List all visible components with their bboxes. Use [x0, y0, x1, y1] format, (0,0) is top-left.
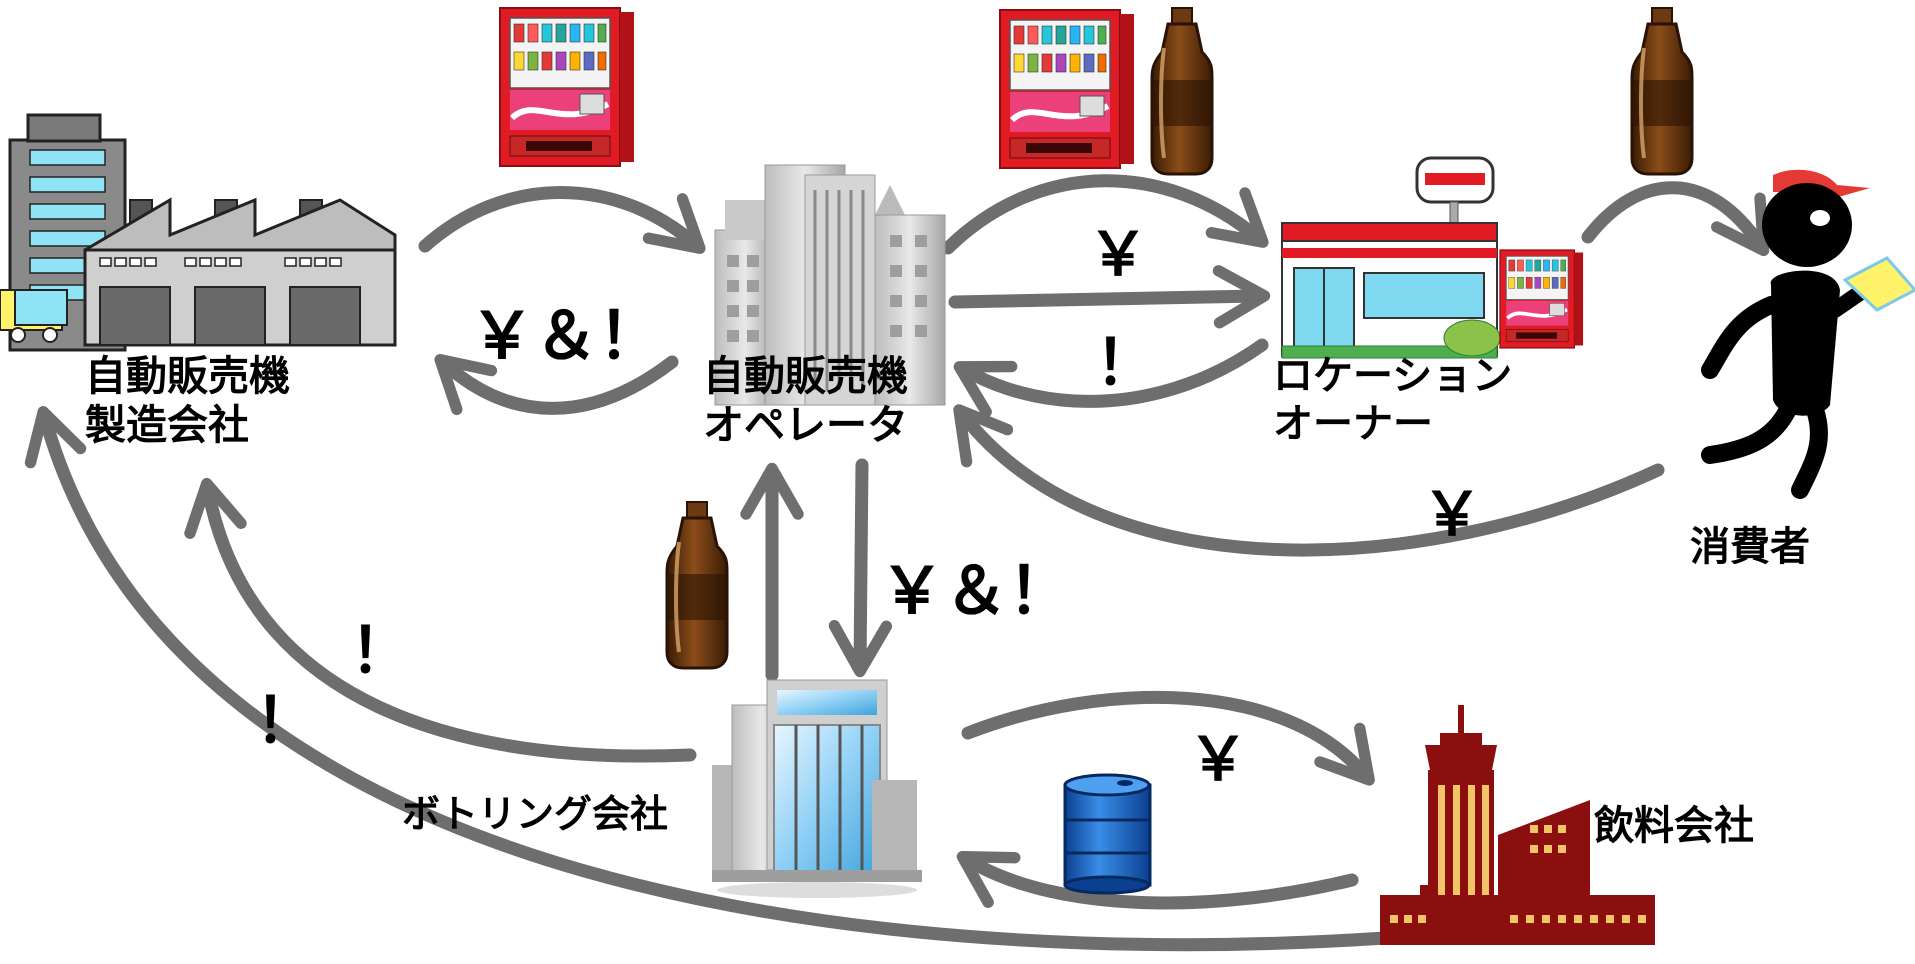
arrow-bottler-to-manufacturer	[184, 477, 697, 763]
flow-operator-to-location: ￥	[1088, 220, 1148, 290]
beverage-label-text: 飲料会社	[1594, 803, 1754, 849]
arrow-operator-to-location-top	[941, 174, 1269, 255]
runner-drinking-icon	[1701, 169, 1915, 499]
beverage-label: 飲料会社	[1594, 802, 1754, 850]
manufacturer-label-line2: 製造会社	[85, 401, 249, 450]
operator-label-line1: 自動販売機	[703, 352, 908, 400]
convenience-store-icon	[1281, 156, 1585, 359]
arrow-bottler-to-beverage	[961, 690, 1375, 786]
vending-machine-icon	[1000, 10, 1134, 168]
bottler-label-text: ボトリング会社	[402, 792, 669, 836]
flow-arrows	[24, 174, 1770, 952]
syrup-drum-icon	[1063, 773, 1152, 895]
arrow-consumer-to-operator	[953, 404, 1665, 557]
company-tower-icon	[1380, 705, 1655, 945]
flow-bottler-to-beverage: ￥	[1188, 725, 1248, 795]
arrow-location-to-operator	[953, 338, 1269, 418]
arrow-manufacturer-to-operator	[418, 186, 706, 254]
operator-label: 自動販売機 オペレータ	[703, 352, 908, 450]
flow-bottler-to-manufacturer: ！	[350, 614, 413, 687]
pet-bottle-icon	[1630, 6, 1694, 176]
consumer-label: 消費者	[1690, 523, 1810, 571]
glass-office-icon	[712, 679, 922, 898]
flow-beverage-to-manufacturer: ！	[255, 684, 318, 757]
arrow-beverage-to-bottler	[956, 850, 1359, 910]
arrow-location-to-consumer	[1581, 181, 1770, 257]
location-owner-label-line2: オーナー	[1273, 401, 1433, 447]
pet-bottle-icon	[665, 500, 729, 670]
vending-machine-icon	[500, 8, 634, 166]
flow-operator-to-manufacturer: ￥＆！	[470, 300, 662, 374]
office-building-icon	[714, 164, 946, 406]
arrow-operator-to-location-middle	[948, 265, 1271, 329]
consumer-label-text: 消費者	[1690, 524, 1810, 570]
manufacturer-label: 自動販売機 製造会社	[85, 352, 290, 450]
flow-consumer-to-operator: ￥	[1422, 480, 1482, 550]
pet-bottle-icon	[1150, 6, 1214, 176]
location-owner-label-line1: ロケーション	[1273, 353, 1513, 399]
location-owner-label: ロケーション オーナー	[1273, 352, 1512, 448]
flow-location-to-operator: ！	[1095, 326, 1158, 399]
arrow-operator-to-bottler	[828, 458, 893, 678]
arrow-beverage-to-manufacturer	[24, 406, 1392, 952]
arrow-operator-to-manufacturer	[434, 353, 679, 416]
factory-icon	[0, 113, 397, 352]
operator-label-line2: オペレータ	[703, 401, 908, 450]
bottler-label: ボトリング会社	[402, 792, 668, 838]
manufacturer-label-line1: 自動販売機	[85, 352, 290, 400]
flow-bottler-to-operator: ￥＆！	[880, 555, 1072, 629]
